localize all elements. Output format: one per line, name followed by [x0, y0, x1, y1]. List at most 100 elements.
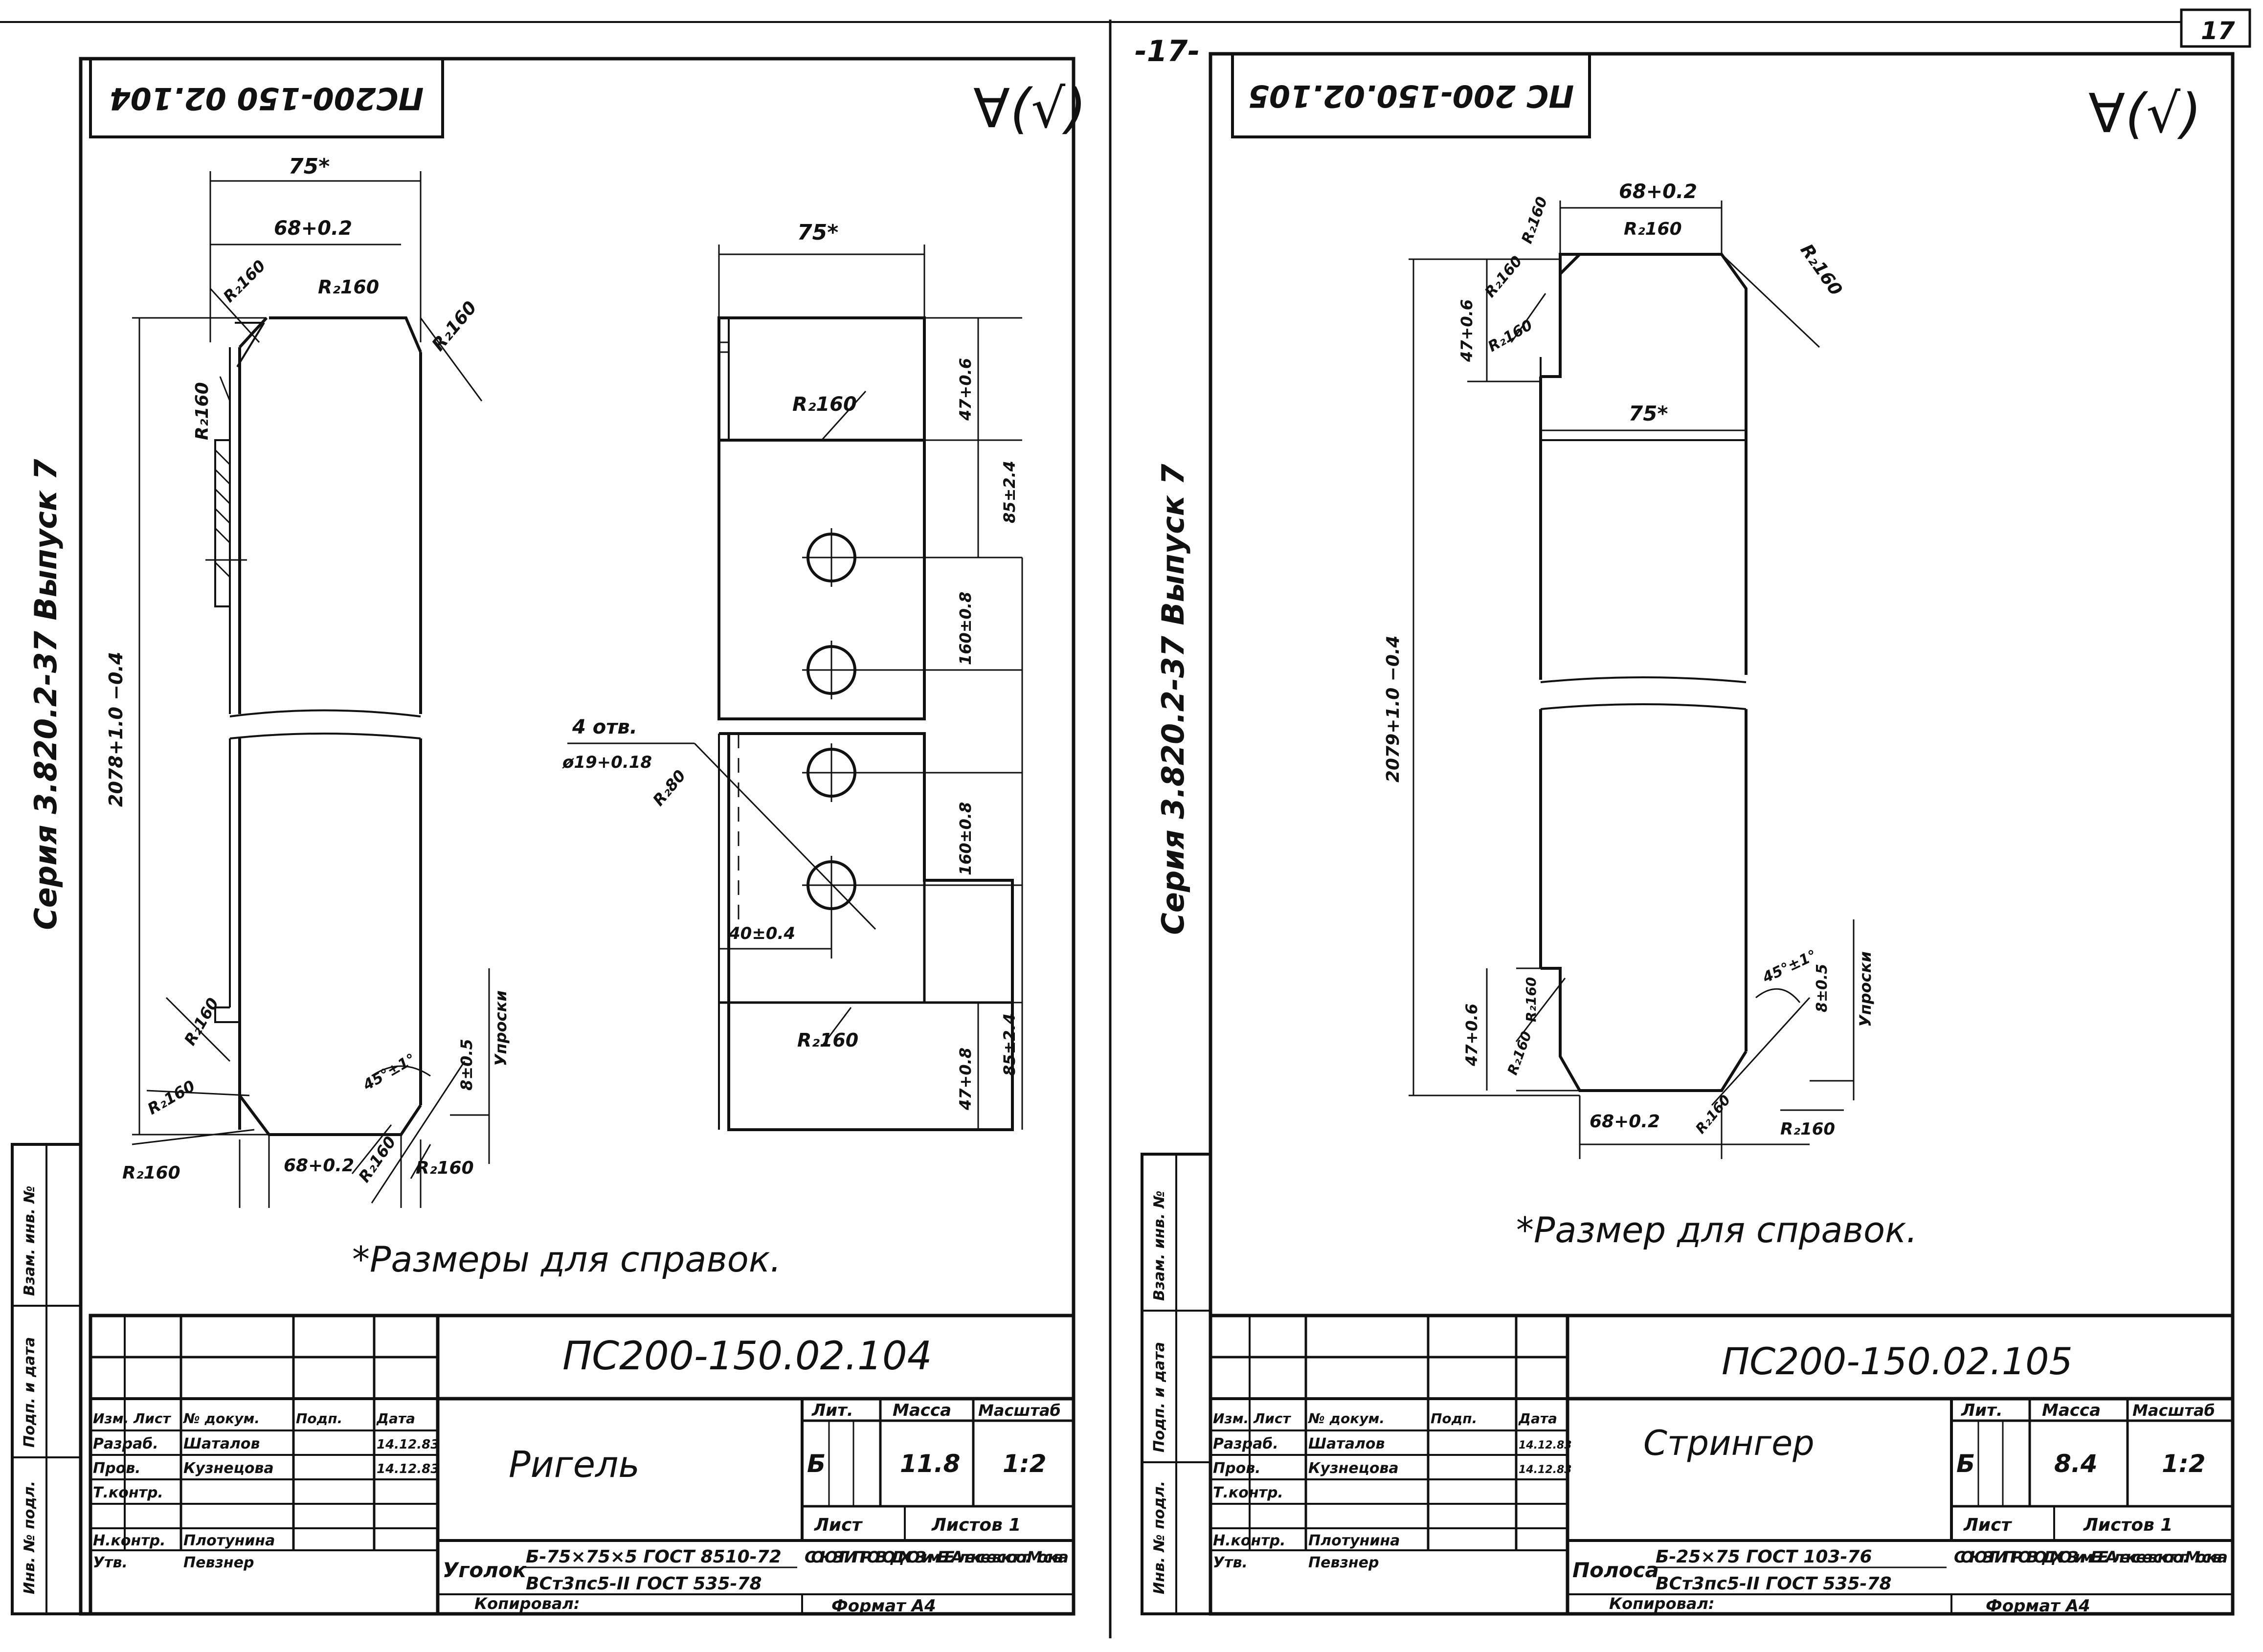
roles-table: Изм. Лист № докум. Подп. Дата Разраб. Ша…	[1213, 1410, 1572, 1571]
scale-value: 1:2	[2162, 1450, 2206, 1478]
copied-by: Копировал:	[474, 1594, 580, 1613]
scale-value: 1:2	[1003, 1450, 1047, 1478]
side-holes-dia: ø19+0.18	[562, 753, 652, 772]
dim-r-bot-a: R₂160	[1523, 977, 1539, 1022]
dim-r-top-c: R₂160	[1481, 253, 1525, 301]
dim-width-inner: 68+0.2	[1619, 180, 1697, 203]
scale-header: Масштаб	[2132, 1401, 2215, 1420]
svg-text:№ докум.: № докум.	[1307, 1410, 1385, 1427]
title-block	[1209, 1314, 2235, 1616]
organization: СОЮЗГИПРОВОДХОЗ им. Е.Е. Алексеевского г…	[1954, 1548, 2228, 1566]
dim-width-total: 75*	[289, 154, 330, 179]
material-bottom: ВСт3пс5-II ГОСТ 535-78	[526, 1574, 762, 1594]
series-label: Серия 3.820.2-37 Выпуск 7	[28, 458, 64, 930]
side-dim-d2: 85±2.4	[1000, 461, 1019, 523]
svg-text:Кузнецова: Кузнецова	[183, 1460, 274, 1477]
title-code: ПС200-150.02.104	[562, 1333, 932, 1379]
svg-text:Кузнецова: Кузнецова	[1308, 1460, 1399, 1477]
svg-text:Разраб.: Разраб.	[93, 1435, 158, 1452]
organization: СОЮЗГИПРОВОДХОЗ им. Е.Е. Алексеевского г…	[805, 1548, 1069, 1566]
dim-r-top-a: R₂160	[1624, 219, 1682, 239]
lit-value: Б	[807, 1450, 826, 1478]
side-dim-r2: R₂160	[797, 1029, 858, 1051]
main-view	[1409, 201, 1855, 1159]
roles-table: Изм. Лист № докум. Подп. Дата Разраб. Ша…	[93, 1410, 439, 1571]
roughness-mark: ∀(√)	[973, 77, 1086, 140]
svg-text:Разраб.: Разраб.	[1213, 1435, 1278, 1452]
side-hole-offset: 40±0.4	[728, 924, 795, 943]
dim-r-top-a: R₂160	[220, 256, 269, 306]
material-label: Полоса	[1572, 1558, 1659, 1582]
dim-angle: 45°±1°	[1760, 947, 1819, 987]
series-label: Серия 3.820.2-37 Выпуск 7	[1155, 463, 1191, 935]
svg-text:Взам. инв. №: Взам. инв. №	[1151, 1190, 1168, 1301]
svg-text:Инв. № подл.: Инв. № подл.	[21, 1481, 38, 1594]
svg-text:Певзнер: Певзнер	[183, 1554, 254, 1571]
sheet-ps200-104: ПС200-150 02.104 ∀(√) Серия 3.820.2-37 В…	[11, 57, 1086, 1616]
side-strip: Инв. № подл. Подп. и дата Взам. инв. №	[11, 1143, 82, 1615]
side-dim-r1: R₂160	[792, 393, 857, 416]
side-dim-d5: 47+0.8	[956, 1048, 975, 1111]
dim-r-bot-b: R₂160	[1504, 1029, 1535, 1077]
dim-angle: 45°±1°	[360, 1050, 419, 1094]
material-top: Б-75×75×5 ГОСТ 8510-72	[526, 1547, 782, 1567]
mass-value: 8.4	[2054, 1450, 2098, 1478]
dim-paint: Упроски	[492, 990, 510, 1066]
svg-text:Плотунина: Плотунина	[183, 1532, 275, 1549]
side-holes-label: 4 отв.	[572, 716, 637, 738]
dim-r-bot-c: R₂160	[1692, 1092, 1734, 1137]
code-stamp-box	[89, 57, 444, 138]
side-dim-d1: 47+0.6	[956, 358, 975, 421]
svg-text:Дата: Дата	[376, 1410, 415, 1427]
svg-text:Певзнер: Певзнер	[1308, 1554, 1379, 1571]
dim-paint: Упроски	[1856, 951, 1875, 1027]
svg-text:Изм. Лист: Изм. Лист	[1213, 1410, 1291, 1427]
dim-r-top-b: R₂160	[318, 276, 379, 298]
page-number: 17	[2201, 17, 2235, 45]
dim-r-bot-d: R₂160	[1780, 1119, 1835, 1139]
material-bottom: ВСт3пс5-II ГОСТ 535-78	[1656, 1574, 1892, 1594]
sheets-label: Листов 1	[2083, 1515, 2173, 1535]
side-dim-d6: 85±2.4	[1000, 1013, 1019, 1076]
svg-text:Подп. и дата: Подп. и дата	[1151, 1342, 1168, 1452]
sheet-label: Лист	[814, 1515, 863, 1535]
dim-r-left: R₂160	[192, 382, 212, 440]
title-block	[89, 1314, 1075, 1616]
page-number-box	[2180, 8, 2251, 48]
dim-bot-inner: 68+0.2	[1590, 1112, 1660, 1132]
svg-text:Т.контр.: Т.контр.	[1213, 1484, 1283, 1501]
dim-r-top-d: R₂160	[1485, 316, 1536, 356]
reference-note: *Размеры для справок.	[352, 1239, 781, 1280]
dim-r-top-e: R₂160	[1796, 241, 1846, 300]
lit-header: Лит.	[811, 1401, 853, 1420]
svg-text:Подп. и дата: Подп. и дата	[21, 1337, 38, 1448]
sheet-label: Лист	[1963, 1515, 2012, 1535]
side-dim-d3: 160±0.8	[956, 592, 975, 665]
material-label: Уголок	[443, 1558, 527, 1582]
scale-header: Масштаб	[978, 1401, 1061, 1420]
svg-text:Плотунина: Плотунина	[1308, 1532, 1400, 1549]
svg-text:Н.контр.: Н.контр.	[93, 1532, 165, 1549]
svg-text:14.12.83: 14.12.83	[1519, 1439, 1572, 1451]
dim-thickness: 8±0.5	[457, 1039, 476, 1091]
lit-value: Б	[1956, 1450, 1975, 1478]
svg-text:Шаталов: Шаталов	[1308, 1435, 1385, 1452]
dim-r-top-b: R₂160	[1519, 195, 1551, 246]
mass-header: Масса	[893, 1401, 951, 1420]
roughness-mark: ∀(√)	[2088, 82, 2201, 145]
dim-r-top-c: R₂160	[428, 298, 481, 355]
dim-bot-inner: 68+0.2	[284, 1156, 354, 1176]
svg-text:14.12.83: 14.12.83	[377, 1462, 439, 1476]
svg-text:Н.контр.: Н.контр.	[1213, 1532, 1285, 1549]
svg-text:Утв.: Утв.	[93, 1554, 128, 1571]
svg-text:14.12.83: 14.12.83	[377, 1437, 439, 1452]
svg-text:Т.контр.: Т.контр.	[93, 1484, 163, 1501]
code-stamp: ПС 200-150.02.105	[1248, 78, 1574, 114]
copied-by: Копировал:	[1609, 1594, 1715, 1613]
dim-r-bot-c: R₂160	[122, 1163, 180, 1183]
svg-text:№ докум.: № докум.	[182, 1410, 260, 1427]
side-holes-r: R₂80	[649, 766, 690, 809]
side-strip: Инв. № подл. Подп. и дата Взам. инв. №	[1141, 1153, 1212, 1615]
part-name: Ригель	[509, 1444, 640, 1486]
